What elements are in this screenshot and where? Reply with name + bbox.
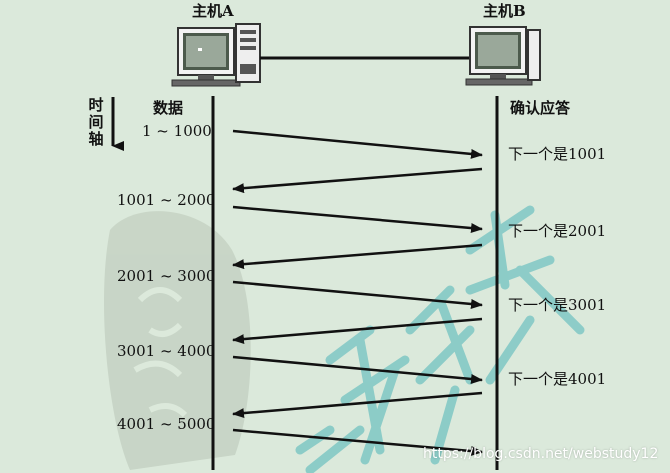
data-segment-label: 1 ~ 1000 [142, 122, 212, 140]
host-a-label: 主机A [192, 2, 234, 20]
ack-label: 下一个是1001 [508, 145, 607, 163]
data-arrow-3 [232, 280, 483, 309]
sender-header: 数据 [153, 99, 184, 117]
data-segment-label: 4001 ~ 5000 [117, 415, 216, 433]
ack-arrow-2 [232, 243, 483, 270]
ack-label: 下一个是3001 [508, 296, 607, 314]
time-axis-char: 间 [88, 113, 104, 131]
host-b-label: 主机B [483, 2, 526, 20]
time-axis-label: 时 间 轴 [88, 97, 104, 148]
receiver-header: 确认应答 [510, 99, 571, 117]
ack-arrow-3 [232, 317, 483, 345]
ack-arrow-1 [232, 167, 483, 194]
ack-label: 下一个是2001 [508, 222, 607, 240]
data-arrow-1 [232, 129, 483, 159]
data-segment-label: 3001 ~ 4000 [117, 342, 216, 360]
time-axis-char: 时 [88, 96, 104, 114]
data-arrow-4 [232, 355, 483, 384]
data-segment-label: 1001 ~ 2000 [117, 191, 216, 209]
url-watermark: https://blog.csdn.net/webstudy12 [423, 446, 659, 462]
computer-a-icon [171, 23, 261, 87]
data-segment-label: 2001 ~ 3000 [117, 267, 216, 285]
data-arrow-5 [232, 428, 483, 457]
computer-b-icon [465, 26, 541, 86]
data-arrow-2 [232, 205, 483, 234]
time-axis-char: 轴 [88, 130, 104, 148]
calligraphy-watermark [295, 205, 585, 473]
ack-label: 下一个是4001 [508, 370, 607, 388]
ack-arrow-4 [232, 391, 483, 419]
